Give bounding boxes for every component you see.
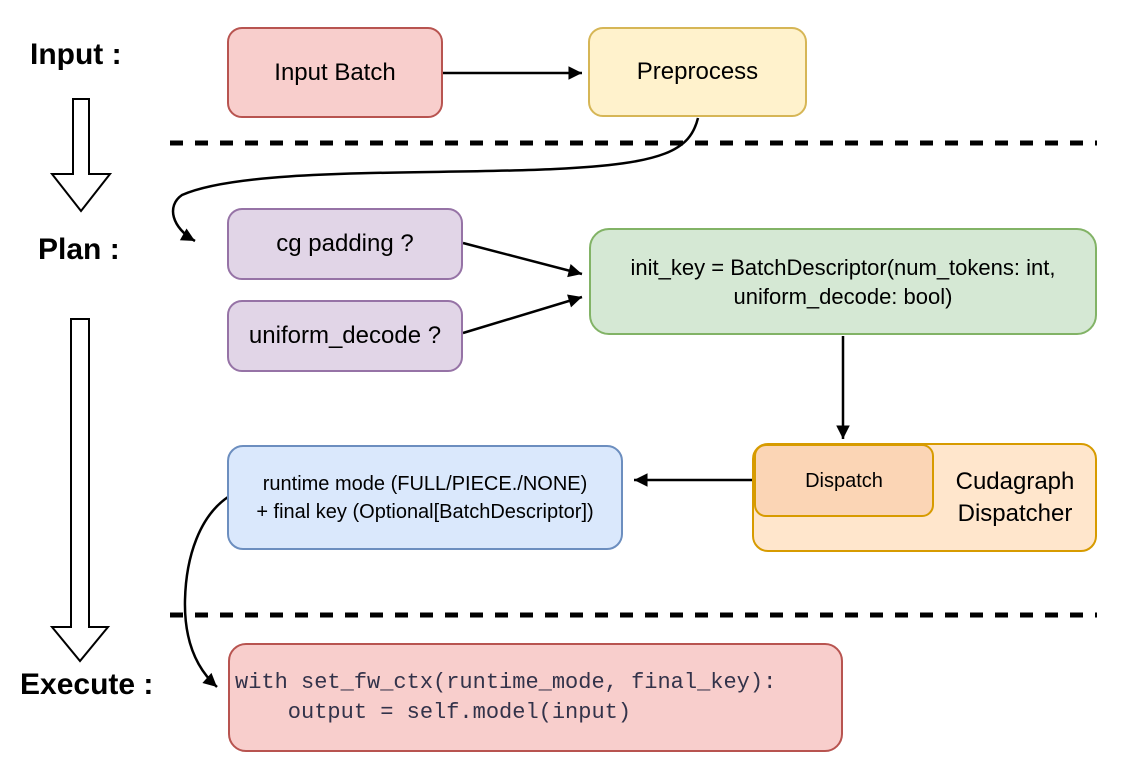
node-execute-code: with set_fw_ctx(runtime_mode, final_key)… <box>228 643 843 752</box>
hollow-arrow-input-to-plan <box>49 98 113 213</box>
arrow-preprocess-to-cgpadding <box>171 117 700 243</box>
node-preprocess: Preprocess <box>588 27 807 117</box>
node-cg-padding-label: cg padding ? <box>276 230 414 258</box>
node-init-key-line1: init_key = BatchDescriptor(num_tokens: i… <box>630 254 1056 280</box>
node-execute-code-line2: output = self.model(input) <box>235 699 632 725</box>
stage-label-input: Input : <box>30 38 122 71</box>
node-preprocess-label: Preprocess <box>636 58 759 86</box>
stage-label-plan: Plan : <box>38 233 120 266</box>
node-dispatch: Dispatch <box>754 444 934 517</box>
node-input-batch-label: Input Batch <box>274 58 396 86</box>
arrow-uniformdecode-to-initkey <box>462 294 583 335</box>
node-uniform-decode-label: uniform_decode ? <box>248 322 442 350</box>
stage-label-execute: Execute : <box>20 668 154 701</box>
node-runtime-mode-line2: + final key (Optional[BatchDescriptor]) <box>256 500 594 523</box>
node-uniform-decode: uniform_decode ? <box>227 300 463 372</box>
node-input-batch: Input Batch <box>227 27 443 118</box>
node-runtime-mode: runtime mode (FULL/PIECE./NONE) + final … <box>227 445 623 550</box>
node-cudagraph-dispatcher-label: Cudagraph Dispatcher <box>933 443 1097 552</box>
node-init-key-line2: uniform_decode: bool) <box>733 283 953 309</box>
node-cudagraph-line2: Dispatcher <box>957 499 1073 527</box>
arrow-runtime-to-execute-code <box>183 495 229 688</box>
arrow-cgpadding-to-initkey <box>462 241 583 278</box>
hollow-arrow-plan-to-execute <box>49 318 111 663</box>
node-cudagraph-line1: Cudagraph <box>955 467 1075 495</box>
node-cg-padding: cg padding ? <box>227 208 463 280</box>
node-dispatch-label: Dispatch <box>805 469 883 492</box>
node-execute-code-line1: with set_fw_ctx(runtime_mode, final_key)… <box>235 669 777 695</box>
node-runtime-mode-line1: runtime mode (FULL/PIECE./NONE) <box>262 472 588 495</box>
node-init-key: init_key = BatchDescriptor(num_tokens: i… <box>589 228 1097 335</box>
